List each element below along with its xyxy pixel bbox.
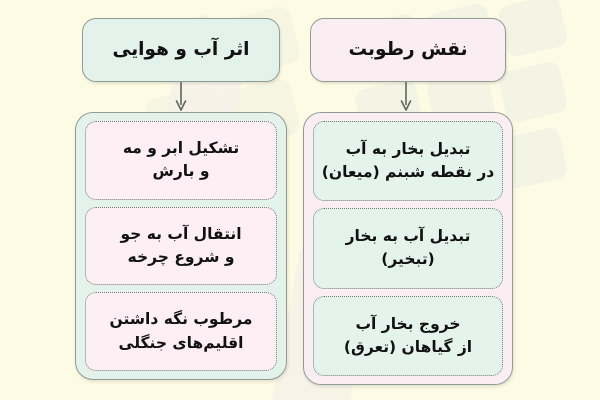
flow-card[interactable]: خروج بخار آب از گیاهان (تعرق) bbox=[313, 295, 503, 376]
flow-card-label: تشکیل ابر و مه و بارش bbox=[122, 139, 240, 181]
flow-card-label: انتقال آب به جو و شروع چرخه bbox=[120, 224, 242, 266]
flow-card[interactable]: انتقال آب به جو و شروع چرخه bbox=[85, 206, 277, 286]
flow-card[interactable]: مرطوب نگه داشتن اقلیم‌های جنگلی bbox=[85, 292, 277, 372]
card-group-humidity-role: تبدیل بخار به آب در نقطه شبنم (میعان) تب… bbox=[303, 112, 513, 385]
flow-card[interactable]: تبدیل بخار به آب در نقطه شبنم (میعان) bbox=[313, 121, 503, 202]
card-group-climate-effect: تشکیل ابر و مه و بارش انتقال آب به جو و … bbox=[75, 112, 287, 380]
flow-card-label: تبدیل آب به بخار (تبخیر) bbox=[345, 227, 471, 269]
flow-card[interactable]: تبدیل آب به بخار (تبخیر) bbox=[313, 208, 503, 289]
down-arrow-icon bbox=[175, 82, 187, 111]
column-header-label: اثر آب و هوایی bbox=[112, 38, 250, 60]
column-header-humidity-role[interactable]: نقش رطوبت bbox=[310, 18, 506, 82]
flow-card-label: تبدیل بخار به آب در نقطه شبنم (میعان) bbox=[321, 139, 495, 182]
column-header-climate-effect[interactable]: اثر آب و هوایی bbox=[82, 18, 280, 82]
flow-card-label: مرطوب نگه داشتن اقلیم‌های جنگلی bbox=[109, 310, 253, 352]
flow-card[interactable]: تشکیل ابر و مه و بارش bbox=[85, 121, 277, 200]
column-header-label: نقش رطوبت bbox=[348, 38, 468, 60]
down-arrow-icon bbox=[400, 82, 412, 111]
flow-card-label: خروج بخار آب از گیاهان (تعرق) bbox=[343, 314, 473, 356]
column-humidity-role: نقش رطوبت تبدیل بخار به آب در نقطه شبنم … bbox=[303, 0, 513, 400]
column-climate-effect: اثر آب و هوایی تشکیل ابر و مه و بارش انت… bbox=[75, 0, 287, 400]
